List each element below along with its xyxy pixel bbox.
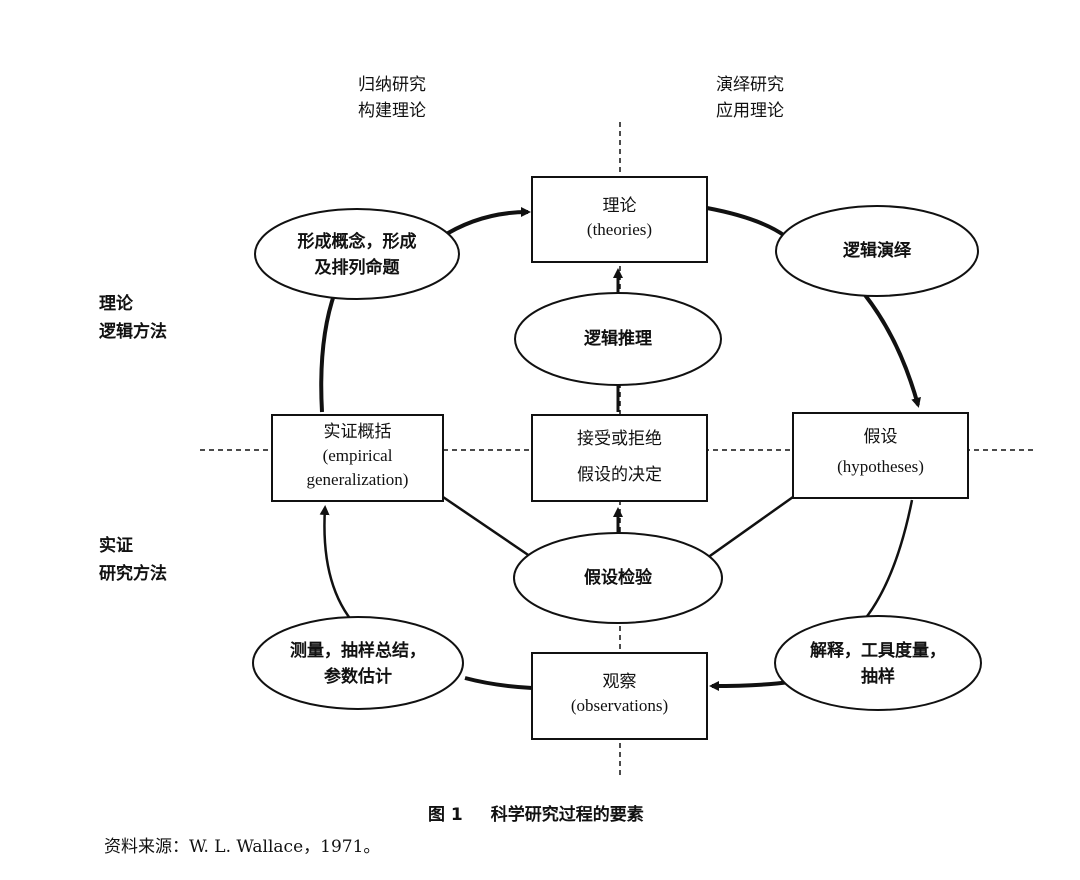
deduction-label: 逻辑演绎 (843, 241, 911, 261)
arrow-theories-to-deduction (706, 206, 787, 238)
interpretation-line1: 解释，工具度量， (810, 641, 946, 661)
box-theories-text: 理论 (theories) (532, 194, 707, 242)
column-header-inductive: 归纳研究 构建理论 (358, 72, 426, 124)
arrow-measurement-to-empirical (319, 505, 361, 631)
ellipse-deduction (775, 205, 979, 297)
column-inductive-line2: 构建理论 (358, 101, 426, 121)
box-empirical-text: 实证概括 (empirical generalization) (272, 420, 443, 492)
hypotheses-en: (hypotheses) (837, 457, 924, 476)
box-hypotheses-text: 假设 (hypotheses) (793, 422, 968, 482)
ellipse-testing (513, 532, 723, 624)
side-theory-line1: 理论 (99, 294, 133, 314)
observations-en: (observations) (570, 696, 669, 715)
link-hypotheses-to-testing (699, 495, 794, 565)
empirical-zh: 实证概括 (323, 422, 392, 442)
inference-label: 逻辑推理 (584, 329, 652, 349)
ellipse-inference-text: 逻辑推理 (515, 327, 721, 351)
box-empirical-generalization (271, 414, 444, 502)
column-header-deductive: 演绎研究 应用理论 (716, 72, 784, 124)
side-empirical-line1: 实证 (99, 536, 133, 556)
column-inductive-line1: 归纳研究 (358, 75, 426, 95)
decision-line2: 假设的决定 (577, 465, 662, 485)
theories-zh: 理论 (602, 196, 637, 216)
figure-number: 图 1 (428, 805, 463, 825)
ellipse-deduction-text: 逻辑演绎 (776, 239, 978, 263)
arrow-deduction-to-hypotheses (863, 293, 921, 408)
observations-zh: 观察 (602, 672, 637, 692)
ellipse-testing-text: 假设检验 (514, 566, 722, 590)
ellipse-measurement (252, 616, 464, 710)
column-deductive-line2: 应用理论 (716, 101, 784, 121)
side-theory-line2: 逻辑方法 (99, 322, 167, 342)
concepts-line1: 形成概念，形成 (297, 232, 417, 252)
measurement-line1: 测量，抽样总结， (290, 641, 426, 661)
source-note: 资料来源：W. L. Wallace，1971。 (104, 837, 381, 857)
ellipse-interpretation (774, 615, 982, 711)
ellipse-interpretation-text: 解释，工具度量， 抽样 (775, 638, 981, 690)
side-label-theory: 理论 逻辑方法 (99, 290, 167, 346)
hypotheses-zh: 假设 (863, 427, 898, 447)
box-hypotheses (792, 412, 969, 499)
figure-caption: 图 1 科学研究过程的要素 (428, 800, 644, 825)
box-theories (531, 176, 708, 263)
side-label-empirical: 实证 研究方法 (99, 532, 167, 588)
arrow-empirical-to-concepts (319, 291, 337, 413)
box-decision-text: 接受或拒绝 假设的决定 (532, 421, 707, 493)
figure-title: 科学研究过程的要素 (490, 805, 644, 825)
interpretation-line2: 抽样 (861, 667, 895, 687)
arrow-observations-to-measurement (464, 676, 533, 690)
link-empirical-to-testing (442, 495, 541, 565)
testing-label: 假设检验 (584, 568, 652, 588)
ellipse-inference (514, 292, 722, 386)
empirical-en1: (empirical (322, 446, 393, 465)
box-observations-text: 观察 (observations) (532, 670, 707, 718)
column-deductive-line1: 演绎研究 (716, 75, 784, 95)
arrow-hypotheses-to-interpretation (859, 499, 914, 626)
measurement-line2: 参数估计 (324, 667, 392, 687)
box-decision (531, 414, 708, 502)
box-observations (531, 652, 708, 740)
side-empirical-line2: 研究方法 (99, 564, 167, 584)
ellipse-measurement-text: 测量，抽样总结， 参数估计 (253, 638, 463, 690)
ellipse-concepts-text: 形成概念，形成 及排列命题 (255, 229, 459, 281)
empirical-en2: generalization) (306, 470, 409, 489)
decision-line1: 接受或拒绝 (577, 429, 662, 449)
concepts-line2: 及排列命题 (314, 258, 400, 278)
theories-en: (theories) (586, 220, 653, 239)
ellipse-concepts (254, 208, 460, 300)
